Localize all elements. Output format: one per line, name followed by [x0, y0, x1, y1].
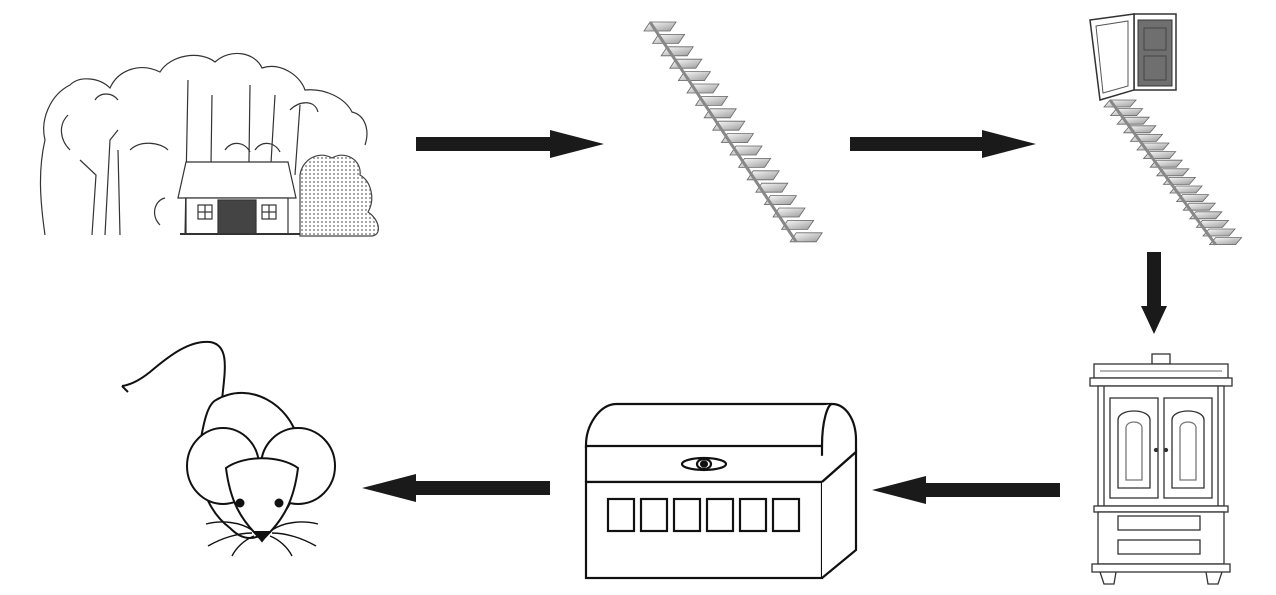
stair-step — [1195, 220, 1230, 228]
treasure-chest-icon — [584, 402, 858, 580]
stair-step — [789, 232, 823, 243]
stair-step — [1182, 202, 1217, 211]
staircase-icon — [643, 21, 823, 243]
arrow-house-to-stairs — [416, 130, 604, 158]
stair-step — [772, 207, 806, 218]
stair-step — [1103, 99, 1137, 108]
stair-stringer — [1108, 99, 1217, 246]
stair-step — [1188, 211, 1223, 220]
arrow-door-to-wardrobe — [1141, 252, 1167, 334]
stair-step — [643, 21, 677, 32]
stair-stringer — [648, 21, 798, 243]
house-in-forest-icon — [39, 52, 379, 237]
arrow-stairs-to-door — [850, 130, 1036, 158]
mouse-icon — [121, 340, 336, 557]
stair-step — [780, 220, 815, 230]
stair-step — [1202, 228, 1236, 237]
stair-step — [763, 195, 798, 205]
wardrobe-icon — [1089, 353, 1233, 585]
arrow-chest-to-mouse — [362, 474, 550, 502]
stair-step — [1208, 237, 1243, 245]
stair-step — [755, 182, 789, 193]
arrow-wardrobe-to-chest — [872, 476, 1060, 504]
staircase-to-open-door-icon — [1089, 13, 1243, 246]
